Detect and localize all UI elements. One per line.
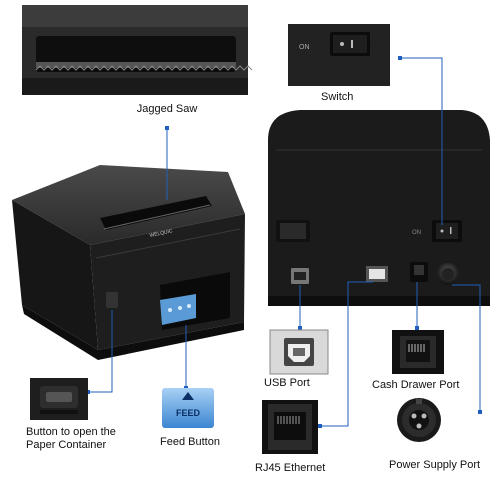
paper-container-button-image	[30, 378, 88, 420]
cash-drawer-port-label: Cash Drawer Port	[372, 379, 460, 391]
printer-back-image	[268, 110, 490, 306]
brand-text: WELQUIC	[149, 228, 173, 239]
switch-image	[288, 24, 390, 86]
jagged-saw-label: Jagged Saw	[136, 103, 198, 115]
jagged-saw-image	[22, 5, 253, 95]
switch-inset-on-text: ON	[299, 44, 310, 51]
usb-port-label: USB Port	[264, 377, 310, 389]
feed-button-label: Feed Button	[160, 436, 220, 448]
usb-port-image	[269, 329, 329, 375]
paper-container-button-label: Button to open the Paper Container	[26, 426, 116, 451]
power-supply-port-label: Power Supply Port	[389, 459, 481, 471]
power-supply-port-image	[397, 398, 441, 442]
feed-key-text: FEED	[176, 408, 201, 418]
rj45-ethernet-image	[262, 400, 318, 454]
switch-label: Switch	[321, 91, 354, 103]
rj45-ethernet-label: RJ45 Ethernet	[255, 462, 326, 474]
cash-drawer-port-image	[392, 330, 444, 374]
feed-button-image	[162, 388, 214, 428]
printer-front-image	[12, 165, 245, 360]
back-switch-on-text: ON	[412, 230, 421, 236]
leader-lines	[88, 57, 481, 427]
